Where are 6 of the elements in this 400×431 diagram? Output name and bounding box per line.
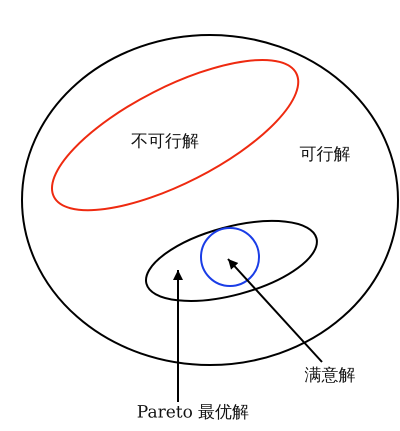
solution-label: Pareto 最优解	[136, 404, 250, 422]
solution-label: 满意解	[304, 368, 356, 384]
region-label: 可行解	[300, 146, 350, 164]
arrow	[227, 258, 323, 363]
arrow	[173, 270, 183, 402]
region-label: 不可行解	[130, 133, 199, 150]
